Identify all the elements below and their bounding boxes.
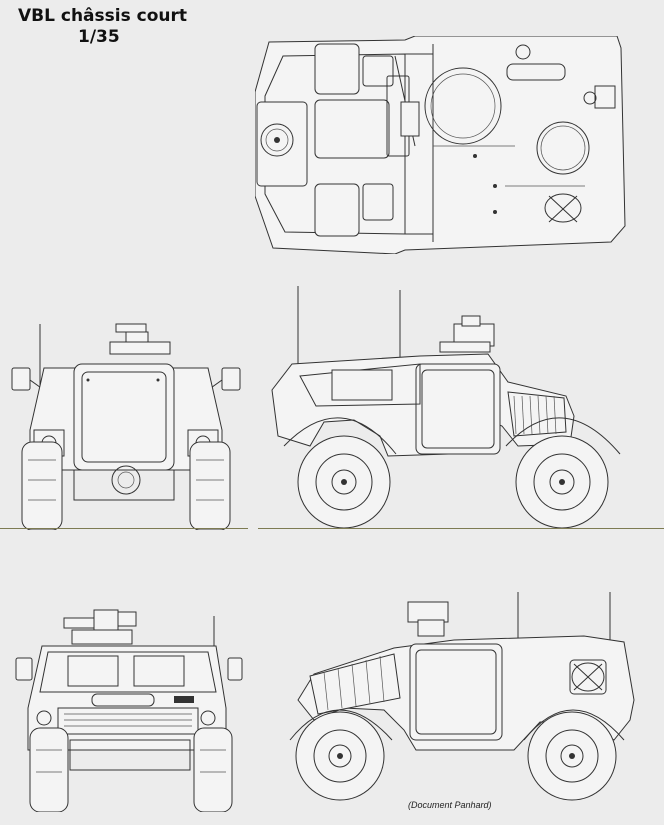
source-credit: (Document Panhard)	[408, 800, 492, 810]
ground-line-upper-right	[258, 528, 664, 529]
top-view-drawing	[255, 36, 626, 254]
drawing-scale: 1/35	[78, 27, 120, 47]
ground-line-upper-left	[0, 528, 248, 529]
drawing-title: VBL châssis court	[18, 6, 187, 26]
front-view-drawing	[11, 323, 241, 530]
rear-view-drawing	[15, 609, 243, 812]
opposite-side-view-drawing	[289, 592, 635, 801]
side-view-drawing	[271, 286, 621, 529]
